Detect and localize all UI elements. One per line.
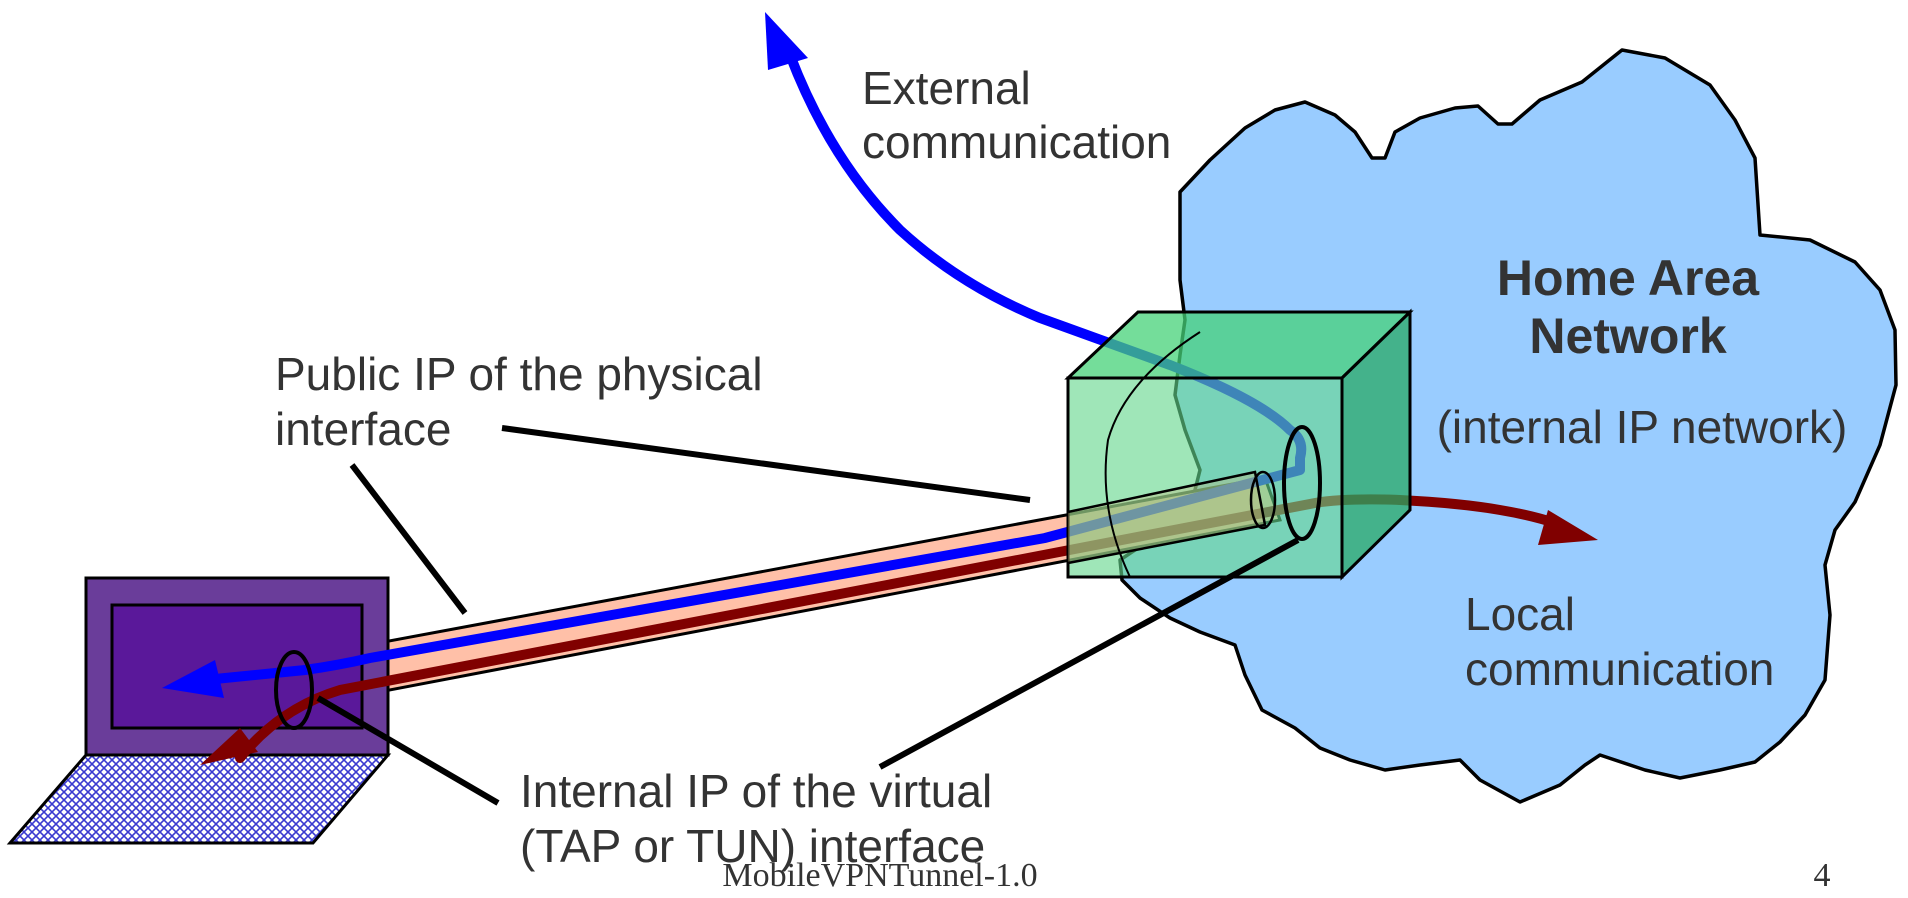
home-network-title-line1: Home Area xyxy=(1497,250,1760,306)
public-ip-callout-line-2 xyxy=(349,463,468,615)
laptop-interface-ellipse xyxy=(274,650,314,730)
public-ip-label-line1: Public IP of the physical xyxy=(275,348,763,400)
internal-arrow-head-laptop xyxy=(162,660,224,698)
external-label-line2: communication xyxy=(862,116,1171,168)
internal-ip-callout-line-1 xyxy=(878,537,1300,770)
external-label-line1: External xyxy=(862,62,1031,114)
internal-ip-callout-line-2 xyxy=(316,695,500,806)
tunnel-inner-section xyxy=(1067,470,1267,565)
page-number: 4 xyxy=(1814,857,1831,894)
cloud-edge-through-box xyxy=(1104,331,1201,578)
home-network-cloud xyxy=(1118,48,1898,804)
local-arrow-head-laptop xyxy=(200,728,258,765)
gateway-box-front xyxy=(1066,376,1344,579)
public-ip-callout-line-1 xyxy=(501,425,1031,503)
local-label-line2: communication xyxy=(1465,643,1774,695)
laptop-keyboard xyxy=(6,753,392,845)
footer-title: MobileVPNTunnel-1.0 xyxy=(722,857,1037,894)
external-arrow-head xyxy=(765,12,808,70)
local-arrow-head xyxy=(1538,510,1598,545)
tunnel-end-inner xyxy=(1249,470,1277,530)
public-ip-label-line2: interface xyxy=(275,403,451,455)
home-network-title-line2: Network xyxy=(1529,308,1726,364)
home-network-subtitle: (internal IP network) xyxy=(1437,401,1848,453)
gateway-interface-ellipse xyxy=(1282,425,1322,541)
internal-ip-label-line2: (TAP or TUN) interface xyxy=(520,820,985,872)
local-label-line1: Local xyxy=(1465,588,1575,640)
laptop xyxy=(6,576,392,845)
vpn-gateway-box xyxy=(1064,308,1414,581)
internal-ip-label-line1: Internal IP of the virtual xyxy=(520,765,992,817)
